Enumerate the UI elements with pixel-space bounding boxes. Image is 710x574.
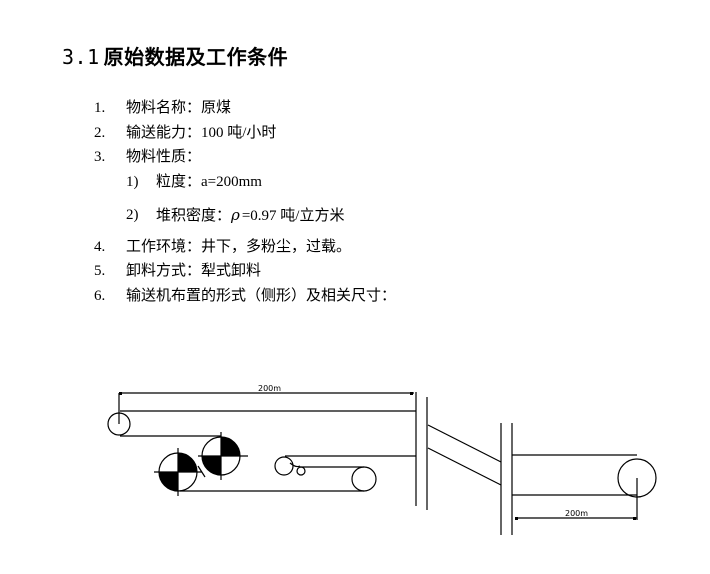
item-value: 犁式卸料 — [201, 263, 262, 279]
drive-drum-1 — [154, 448, 202, 496]
rho-symbol: ρ — [231, 206, 240, 224]
item-label: 粒度： — [156, 173, 202, 190]
item-label: 输送机布置的形式（侧形）及相关尺寸： — [126, 287, 397, 304]
dimension-label-right: 200m — [565, 509, 588, 518]
dimension-label-left: 200m — [258, 384, 281, 393]
item-label: 物料性质： — [126, 149, 202, 165]
item-number: 5. — [94, 263, 106, 279]
small-drum — [274, 456, 294, 476]
tail-drum-left — [107, 412, 131, 436]
item-number: 1) — [126, 173, 139, 190]
item-number: 2. — [94, 124, 106, 141]
item-number: 6. — [94, 287, 106, 304]
item-label: 卸料方式： — [126, 263, 202, 279]
item-label: 工作环境： — [126, 238, 202, 255]
item-value: 原煤 — [201, 100, 232, 116]
snub-roller — [296, 466, 306, 476]
item-value: 100 吨/小时 — [201, 124, 277, 141]
item-label: 输送能力： — [126, 124, 202, 141]
item-number: 4. — [94, 238, 106, 255]
section-title: 原始数据及工作条件 — [103, 45, 289, 69]
item-number: 1. — [94, 100, 106, 116]
drive-drum-2 — [198, 432, 248, 480]
item-number: 3. — [94, 149, 106, 165]
item-number: 2) — [126, 207, 139, 223]
item-value: =0.97 吨/立方米 — [241, 208, 345, 224]
item-value: 井下，多粉尘，过载。 — [201, 238, 352, 255]
incline-line — [427, 447, 502, 486]
item-label: 堆积密度： — [156, 208, 232, 224]
item-label: 物料名称： — [126, 100, 202, 116]
plough-drum — [351, 466, 377, 492]
section-number: 3.1 — [62, 45, 100, 69]
item-value: a=200mm — [201, 173, 262, 190]
incline-line — [427, 424, 502, 463]
